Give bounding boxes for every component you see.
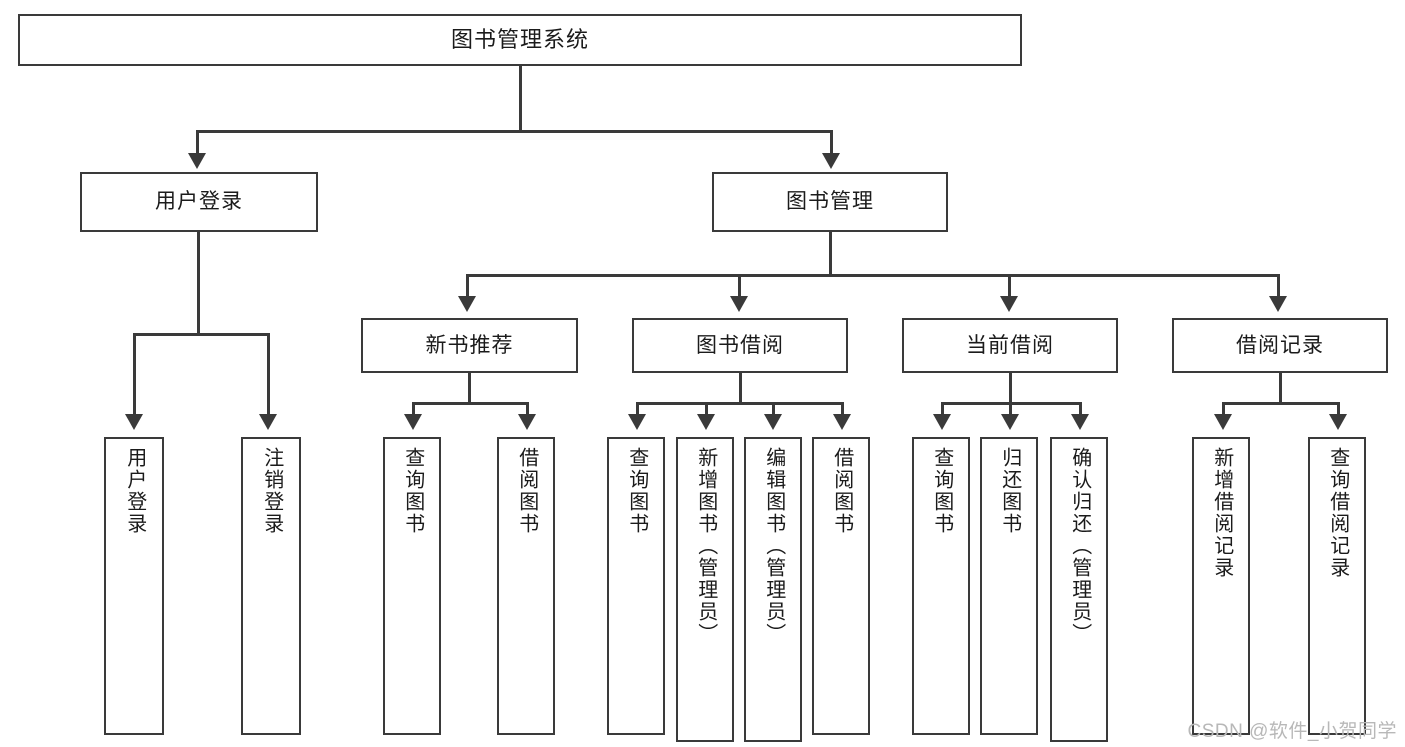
node-label: 图书管理 — [786, 190, 874, 214]
node-label: 图书借阅 — [696, 333, 784, 357]
connector-user-login-branch-2 — [267, 333, 270, 416]
arrow-book-borrow-leaf-4 — [833, 414, 851, 430]
node-label: 新增借阅记录 — [1210, 447, 1233, 579]
connector-borrow-record-stem — [1279, 373, 1282, 404]
node-current-borrow[interactable]: 当前借阅 — [902, 318, 1118, 373]
arrow-current-borrow-leaf-1 — [933, 414, 951, 430]
node-label: 新增图书（管理员） — [694, 447, 717, 645]
node-label: 查询图书 — [930, 447, 953, 535]
node-leaf-add-book[interactable]: 新增图书（管理员） — [676, 437, 734, 742]
connector-book-manage-bar — [466, 274, 1280, 277]
connector-root-to-user-login — [196, 130, 199, 156]
connector-book-manage-branch-3 — [1008, 274, 1011, 298]
arrow-new-book-rec-leaf-1 — [404, 414, 422, 430]
arrow-borrow-record-leaf-2 — [1329, 414, 1347, 430]
connector-borrow-record-branch-1 — [1222, 402, 1225, 416]
connector-user-login-stem — [197, 232, 200, 335]
arrow-book-borrow-leaf-1 — [628, 414, 646, 430]
connector-root-to-book-manage — [830, 130, 833, 156]
node-label: 查询图书 — [401, 447, 424, 535]
node-book-manage[interactable]: 图书管理 — [712, 172, 948, 232]
connector-book-manage-branch-2 — [738, 274, 741, 298]
connector-borrow-record-branch-2 — [1337, 402, 1340, 416]
node-user-login[interactable]: 用户登录 — [80, 172, 318, 232]
connector-new-book-rec-branch-1 — [412, 402, 415, 416]
connector-book-borrow-branch-2 — [705, 402, 708, 416]
connector-book-borrow-branch-4 — [841, 402, 844, 416]
node-label: 确认归还（管理员） — [1068, 447, 1091, 645]
arrow-user-login-leaf-1 — [125, 414, 143, 430]
arrow-book-manage-to-borrow-record — [1269, 296, 1287, 312]
arrow-borrow-record-leaf-1 — [1214, 414, 1232, 430]
node-leaf-borrow-book-2[interactable]: 借阅图书 — [812, 437, 870, 735]
node-leaf-logout-login[interactable]: 注销登录 — [241, 437, 301, 735]
node-label: 用户登录 — [155, 190, 243, 214]
connector-book-manage-stem — [829, 232, 832, 276]
connector-new-book-rec-bar — [412, 402, 529, 405]
connector-borrow-record-bar — [1222, 402, 1340, 405]
node-leaf-query-book-3[interactable]: 查询图书 — [912, 437, 970, 735]
node-label: 编辑图书（管理员） — [762, 447, 785, 645]
node-leaf-query-book-2[interactable]: 查询图书 — [607, 437, 665, 735]
connector-book-borrow-branch-1 — [636, 402, 639, 416]
node-label: 归还图书 — [998, 447, 1021, 535]
node-new-book-rec[interactable]: 新书推荐 — [361, 318, 578, 373]
node-label: 用户登录 — [123, 447, 146, 535]
connector-book-borrow-bar — [636, 402, 844, 405]
node-label: 借阅图书 — [515, 447, 538, 535]
node-leaf-borrow-book-1[interactable]: 借阅图书 — [497, 437, 555, 735]
arrow-book-borrow-leaf-3 — [764, 414, 782, 430]
node-leaf-query-book-1[interactable]: 查询图书 — [383, 437, 441, 735]
arrow-current-borrow-leaf-3 — [1071, 414, 1089, 430]
connector-current-borrow-stem — [1009, 373, 1012, 404]
arrow-root-to-book-manage — [822, 153, 840, 169]
connector-book-manage-branch-4 — [1277, 274, 1280, 298]
connector-current-borrow-branch-3 — [1079, 402, 1082, 416]
node-label: 查询借阅记录 — [1326, 447, 1349, 579]
node-leaf-query-record[interactable]: 查询借阅记录 — [1308, 437, 1366, 735]
connector-user-login-branch-1 — [133, 333, 136, 416]
arrow-current-borrow-leaf-2 — [1001, 414, 1019, 430]
connector-new-book-rec-branch-2 — [526, 402, 529, 416]
arrow-book-manage-to-new-book-rec — [458, 296, 476, 312]
node-label: 借阅图书 — [830, 447, 853, 535]
connector-root-stem — [519, 66, 522, 132]
connector-new-book-rec-stem — [468, 373, 471, 404]
node-label: 当前借阅 — [966, 333, 1054, 357]
connector-book-manage-branch-1 — [466, 274, 469, 298]
node-label: 图书管理系统 — [450, 26, 589, 52]
node-label: 新书推荐 — [425, 333, 514, 357]
connector-root-bar — [196, 130, 833, 133]
node-leaf-edit-book[interactable]: 编辑图书（管理员） — [744, 437, 802, 742]
arrow-book-manage-to-current-borrow — [1000, 296, 1018, 312]
connector-book-borrow-branch-3 — [772, 402, 775, 416]
node-label: 借阅记录 — [1236, 333, 1324, 357]
node-leaf-return-book[interactable]: 归还图书 — [980, 437, 1038, 735]
arrow-book-manage-to-book-borrow — [730, 296, 748, 312]
node-label: 查询图书 — [625, 447, 648, 535]
connector-book-borrow-stem — [739, 373, 742, 404]
connector-user-login-bar — [133, 333, 270, 336]
node-root-system[interactable]: 图书管理系统 — [18, 14, 1022, 66]
arrow-user-login-leaf-2 — [259, 414, 277, 430]
node-borrow-record[interactable]: 借阅记录 — [1172, 318, 1388, 373]
connector-current-borrow-branch-2 — [1009, 402, 1012, 416]
connector-current-borrow-branch-1 — [941, 402, 944, 416]
node-leaf-confirm-return[interactable]: 确认归还（管理员） — [1050, 437, 1108, 742]
node-book-borrow[interactable]: 图书借阅 — [632, 318, 848, 373]
node-leaf-add-record[interactable]: 新增借阅记录 — [1192, 437, 1250, 735]
arrow-root-to-user-login — [188, 153, 206, 169]
csdn-watermark: CSDN @软件_小贺同学 — [1187, 721, 1397, 742]
arrow-book-borrow-leaf-2 — [697, 414, 715, 430]
arrow-new-book-rec-leaf-2 — [518, 414, 536, 430]
node-leaf-user-login[interactable]: 用户登录 — [104, 437, 164, 735]
node-label: 注销登录 — [260, 447, 283, 535]
